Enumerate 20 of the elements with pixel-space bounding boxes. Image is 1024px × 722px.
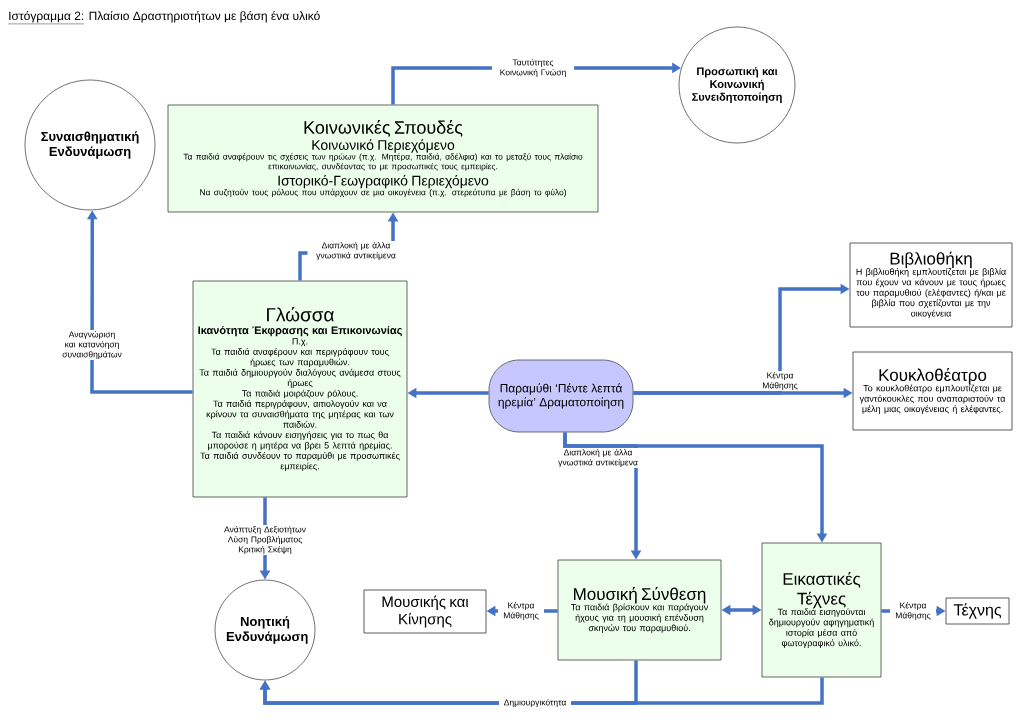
center-box: Κουκλοθέατρο Το κουκλοθέατρο εμπλουτίζεται με γαντόκουκλες που αναπαριστούν τα μέλη μιας οικογένειας ή ελέφαντες. (852, 351, 1013, 431)
edge-label: Ταυτότητες Κοινωνική Γνώση (492, 57, 574, 79)
activity-box: Μουσική Σύνθεση Τα παιδιά βρίσκουν και παράγουν ήχους για τη μουσική επένδυση σκηνών του παραμυθιού. (557, 559, 722, 661)
story-box: Παραμύθι ‘Πέντε λεπτά ηρεμία’ Δραματοποίηση (488, 359, 634, 433)
edge-label: Διαπλοκή με άλλα γνωστικά αντικείμενα (307, 240, 405, 262)
edge-label: Κέντρα Μάθησης (498, 600, 544, 622)
edge-label: Διαπλοκή με άλλα γνωστικά αντικείμενα (557, 447, 639, 469)
edge-label: Αναγνώριση και κατανόηση συναισθημάτων (51, 329, 133, 361)
edge-label: Κέντρα Μάθησης (754, 370, 806, 392)
center-box: Τέχνης (945, 597, 1010, 625)
edge-label: Ανάπτυξη Δεξιοτήτων Λύση Προβλήματος Κριτική Σκέψη (219, 524, 311, 556)
edge-label: Κέντρα Μάθησης (890, 600, 936, 622)
caption-label: Ιστόγραμμα 2: (8, 10, 85, 25)
center-box: Μουσικής και Κίνησης (363, 589, 487, 634)
title: Πλαίσιο Δραστηριοτήτων με βάση ένα υλικό (89, 10, 320, 23)
edge-label: Δημιουργικότητα (499, 697, 571, 709)
activity-box: Εικαστικές Τέχνες Τα παιδιά εισηγούνται δημιουργούν αφηγηματική ιστορία μέσα από φωτογραφικό υλικό. (761, 542, 882, 678)
activity-box: Γλώσσα Ικανότητα Έκφρασης και Επικοινωνίας Π.χ. Τα παιδιά αναφέρουν και περιγράφουν τους ήρωες των παραμυθιών. Τα παιδιά δημιουργούν διαλόγους ανάμεσα στους ήρωες Τα παιδιά μοιράζουν ρόλους. Τα παιδιά περιγράφουν, αιτιολογούν και να κρίνουν τα συναισθήματα της μητέρας και των παιδιών. Τα παιδιά κάνουν εισηγήσεις για το πως θα μπορούσε η μητέρα να βρει 5 λεπτά ηρεμίας. Τα παιδιά συνδέουν το παραμύθι με προσωπικές εμπειρίες. (192, 280, 408, 498)
activity-box: Κοινωνικές Σπουδές Κοινωνικό Περιεχόμενο Τα παιδιά αναφέρουν τις σχέσεις των ηρώων (π.χ. Μητέρα, παιδιά, αδέλφια) και το μεταξύ τους πλαίσιο επικοινωνίας, συνδέοντας το με προσωπικές τους εμπειρίες. Ιστορικό-Γεωγραφικό Περιεχόμενο Να συζητούν τους ρόλους που υπάρχουν σε μια οικογένεια (π.χ. στερεότυπα με βάση το φύλο) (167, 104, 599, 213)
center-box: Βιβλιοθήκη Η βιβλιοθήκη εμπλουτίζεται με βιβλία που έχουν να κάνουν με τους ήρωες του παραμυθιού (ελέφαντες) ή/και με βιβλία που σχετίζονται με την οικογένεια (849, 242, 1013, 328)
